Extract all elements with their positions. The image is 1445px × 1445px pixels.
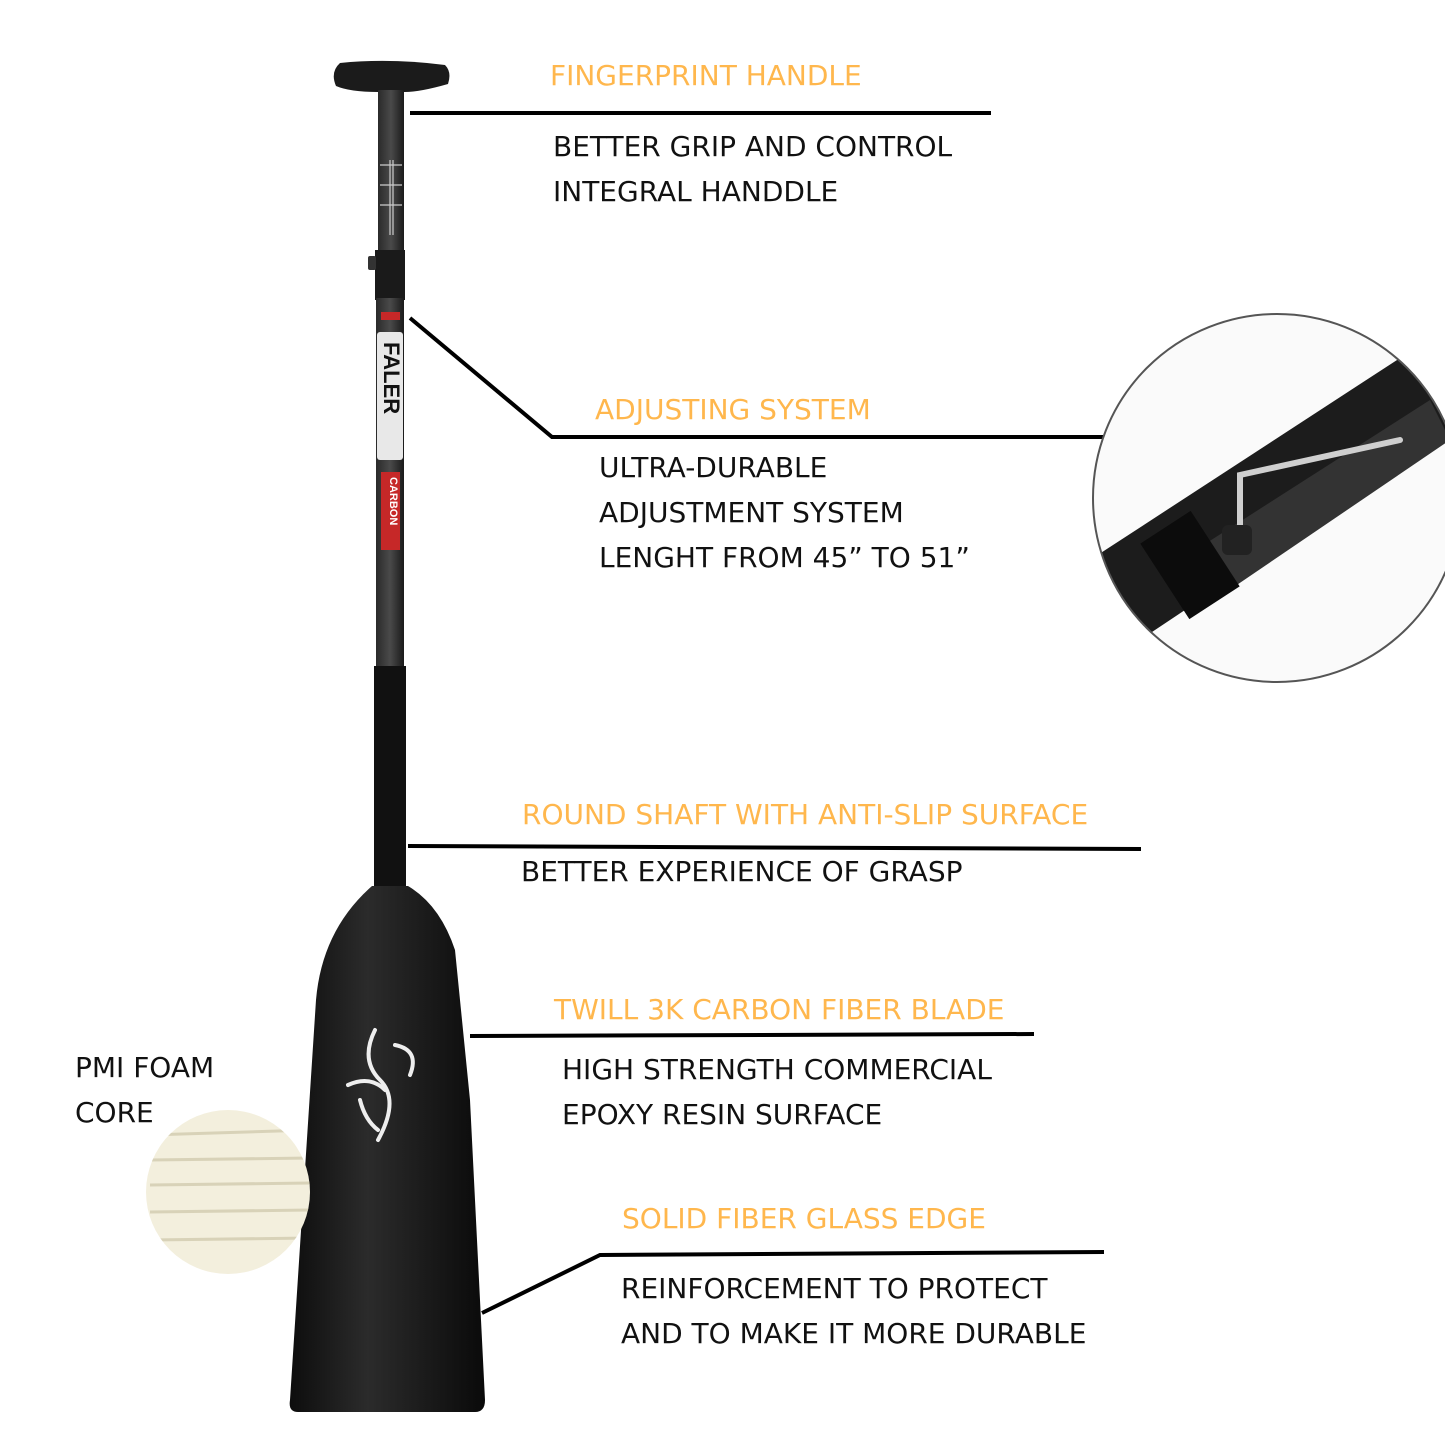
brand-label (377, 332, 403, 460)
callout-text: ULTRA-DURABLE (599, 451, 828, 484)
callout-text: LENGHT FROM 45” TO 51” (599, 541, 970, 574)
callout-text: BETTER GRIP AND CONTROL (553, 130, 953, 163)
callout-text: ADJUSTMENT SYSTEM (599, 496, 904, 529)
callout-text: BETTER EXPERIENCE OF GRASP (521, 855, 963, 888)
callout-title-shaft: ROUND SHAFT WITH ANTI-SLIP SURFACE (522, 798, 1089, 831)
callout-title-adjusting: ADJUSTING SYSTEM (595, 393, 871, 426)
adjust-pin (368, 256, 376, 270)
callout-lines (407, 111, 1142, 1315)
pmi-foam-core-image (146, 1110, 310, 1274)
t-handle (333, 60, 450, 92)
callout-text: REINFORCEMENT TO PROTECT (621, 1272, 1048, 1305)
callout-text: INTEGRAL HANDDLE (553, 175, 839, 208)
grip-section (374, 666, 406, 890)
foam-label: PMI FOAM (75, 1051, 215, 1084)
callout-text: HIGH STRENGTH COMMERCIAL (562, 1053, 992, 1086)
shaft-material-text: CARBON (387, 477, 399, 526)
tribal-logo-icon (346, 1028, 415, 1142)
callout-title-blade: TWILL 3K CARBON FIBER BLADE (554, 993, 1005, 1026)
upper-shaft (378, 90, 404, 252)
shaft-brand-text: FALER (379, 342, 404, 415)
carbon-label (381, 472, 400, 550)
adjustment-detail-inset (1092, 313, 1445, 683)
callout-title-edge: SOLID FIBER GLASS EDGE (622, 1202, 986, 1235)
callout-text: AND TO MAKE IT MORE DURABLE (621, 1317, 1087, 1350)
shaft-badge (381, 312, 400, 320)
foam-label: CORE (75, 1096, 154, 1129)
blade (289, 886, 485, 1412)
adjust-collar (375, 250, 405, 300)
callout-text: EPOXY RESIN SURFACE (562, 1098, 883, 1131)
length-markings (380, 160, 402, 235)
callout-title-handle: FINGERPRINT HANDLE (550, 59, 862, 92)
